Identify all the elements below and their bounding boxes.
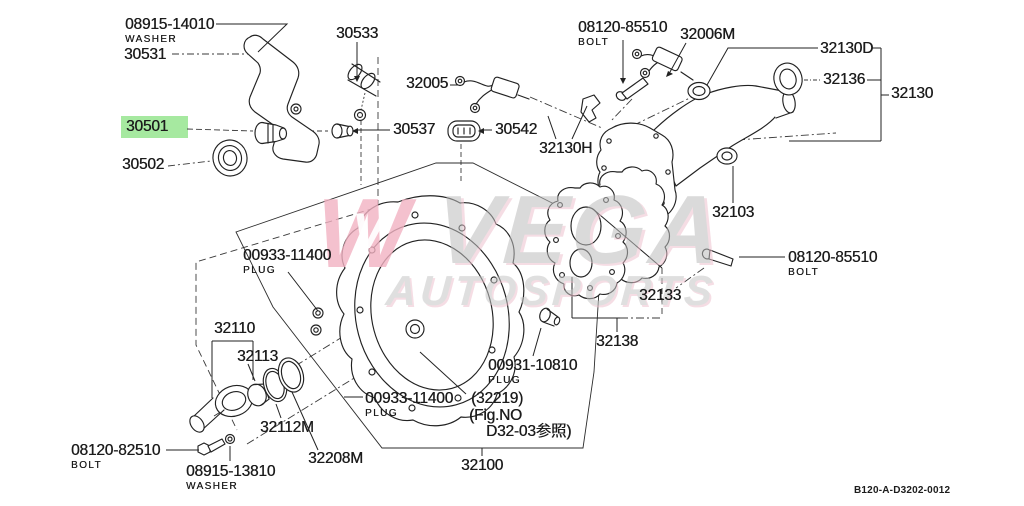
part-desc: PLUG [365,408,398,420]
part-desc: BOLT [788,267,819,279]
part-label-08120-82510[interactable]: 08120-82510 BOLT [71,442,161,472]
part-label-30542[interactable]: 30542 [495,121,538,138]
part-label-32219[interactable]: (32219) [471,390,524,407]
part-label-30531[interactable]: 30531 [124,46,167,63]
part-label-08915-13810[interactable]: 08915-13810 WASHER [186,463,276,493]
part-label-32113[interactable]: 32113 [237,348,278,365]
part-label-08120-85510-right[interactable]: 08120-85510 BOLT [788,249,878,279]
part-label-32208M[interactable]: 32208M [308,450,363,467]
part-label-32112M[interactable]: 32112M [260,419,314,436]
part-label-32136[interactable]: 32136 [823,71,866,88]
part-desc: WASHER [125,34,177,46]
fig-note-line2: D32-03参照) [486,423,572,440]
highlight-rect [121,116,188,138]
part-label-30537[interactable]: 30537 [393,121,436,138]
part-label-32138[interactable]: 32138 [596,333,639,350]
part-label-00931-10810[interactable]: 00931-10810 PLUG [488,357,578,387]
part-label-32006M[interactable]: 32006M [680,26,735,43]
part-label-08120-85510-top[interactable]: 08120-85510 BOLT [578,19,668,49]
part-label-00933-11400-lower[interactable]: 00933-11400 PLUG [365,390,454,420]
part-desc: PLUG [243,265,276,277]
part-desc: WASHER [186,481,238,493]
part-desc: BOLT [578,37,609,49]
part-label-32100[interactable]: 32100 [461,457,504,474]
part-desc: PLUG [488,375,521,387]
part-label-30501-highlighted[interactable]: 30501 [126,118,169,135]
fig-note-line1: (Fig.NO [469,407,522,424]
part-label-08915-14010[interactable]: 08915-14010 WASHER [125,16,215,46]
part-label-32110[interactable]: 32110 [214,320,255,337]
figure-code: B120-A-D3202-0012 [854,485,951,496]
part-desc: BOLT [71,460,102,472]
part-label-00933-11400-upper[interactable]: 00933-11400 PLUG [243,247,332,277]
part-label-30502[interactable]: 30502 [122,156,165,173]
part-label-32103[interactable]: 32103 [712,204,755,221]
part-label-30533[interactable]: 30533 [336,25,379,42]
part-label-32130H[interactable]: 32130H [539,140,593,157]
part-label-32130D[interactable]: 32130D [820,40,874,57]
part-label-32130[interactable]: 32130 [891,85,934,102]
part-label-32133[interactable]: 32133 [639,287,682,304]
part-label-32005[interactable]: 32005 [406,75,449,92]
